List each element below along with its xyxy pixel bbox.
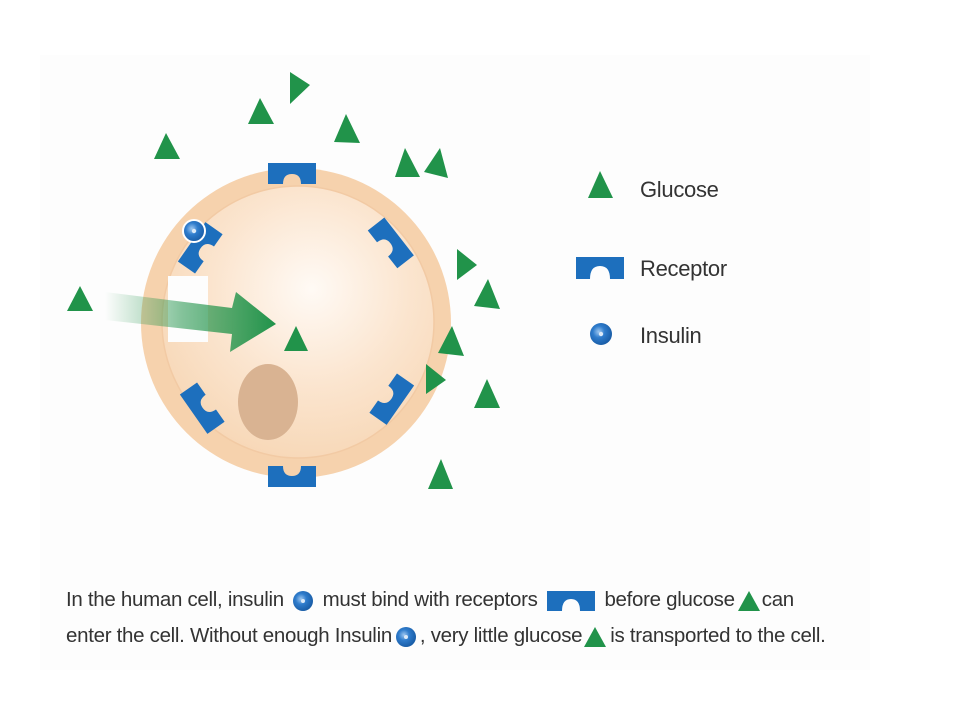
receptor-top bbox=[268, 163, 316, 184]
receptor-bottom bbox=[268, 466, 316, 487]
legend-insulin-label: Insulin bbox=[640, 323, 702, 348]
glucose-icon bbox=[737, 590, 760, 611]
receptor-lower-left bbox=[179, 382, 225, 434]
glucose-triangle bbox=[474, 379, 500, 408]
insulin-icon bbox=[293, 590, 314, 611]
insulin-icon bbox=[395, 626, 416, 647]
cell bbox=[141, 168, 451, 478]
caption-text: must bind with receptors bbox=[322, 588, 538, 611]
glucose-triangle bbox=[290, 72, 310, 104]
glucose-entry-arrow bbox=[105, 292, 276, 352]
caption-text: enter the cell. Without enough Insulin bbox=[66, 624, 392, 647]
glucose-icon bbox=[584, 626, 607, 647]
glucose-triangle bbox=[457, 249, 477, 280]
glucose-triangle bbox=[154, 133, 180, 159]
caption-text: can bbox=[761, 588, 794, 611]
caption-text: In the human cell, insulin bbox=[66, 588, 284, 611]
glucose-triangle bbox=[248, 98, 274, 124]
caption-text: before glucose bbox=[604, 588, 735, 611]
glucose-molecules bbox=[67, 72, 500, 489]
legend-insulin-icon bbox=[590, 323, 612, 345]
glucose-triangle bbox=[395, 148, 420, 177]
glucose-triangle bbox=[284, 326, 308, 351]
caption-text: is transported to the cell. bbox=[610, 624, 826, 647]
cell-nucleus bbox=[238, 364, 298, 440]
receptor-lower-right bbox=[369, 373, 415, 425]
bound-insulin bbox=[182, 219, 206, 243]
legend-glucose-label: Glucose bbox=[640, 177, 719, 202]
glucose-triangle bbox=[67, 286, 93, 311]
glucose-triangle bbox=[424, 148, 448, 178]
glucose-triangle bbox=[428, 459, 453, 489]
glucose-triangle bbox=[426, 364, 446, 394]
legend-receptor-label: Receptor bbox=[640, 256, 727, 281]
caption-text: , very little glucose bbox=[419, 624, 583, 647]
receptor-upper-left bbox=[177, 222, 223, 274]
receptor-upper-right bbox=[367, 217, 414, 269]
legend bbox=[576, 171, 624, 345]
glucose-triangle bbox=[474, 279, 500, 309]
glucose-triangle bbox=[438, 326, 464, 356]
legend-receptor-icon bbox=[576, 257, 624, 279]
caption-line-2: enter the cell. Without enough Insulin ,… bbox=[66, 622, 826, 650]
glucose-triangle bbox=[334, 114, 360, 143]
caption-line-1: In the human cell, insulin must bind wit… bbox=[66, 586, 794, 614]
receptors bbox=[177, 163, 415, 487]
legend-glucose-icon bbox=[588, 171, 613, 198]
receptor-icon bbox=[547, 590, 596, 611]
